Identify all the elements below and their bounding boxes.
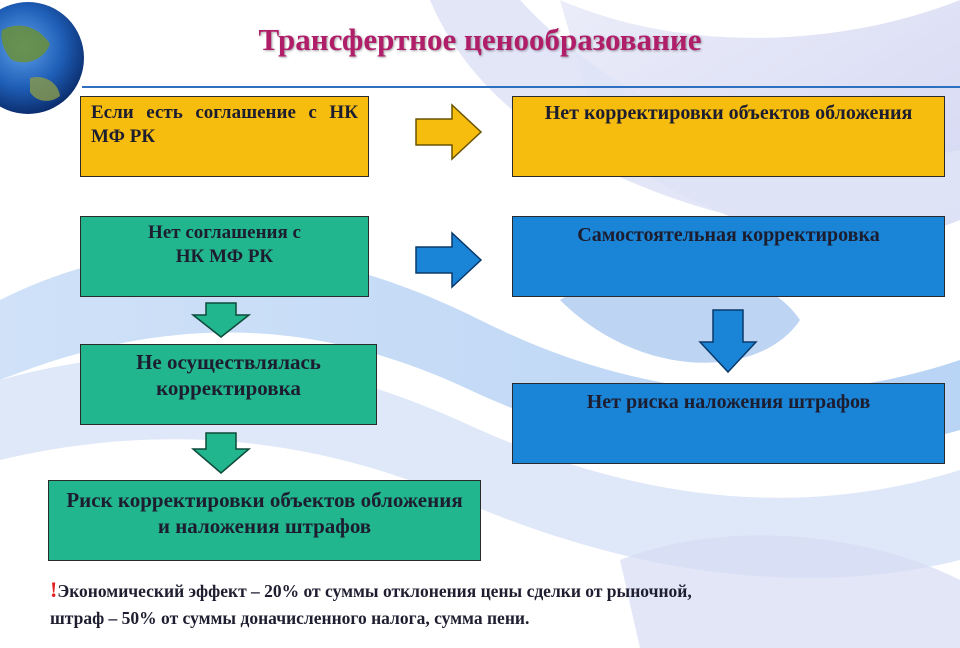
arrow-down-blue: [698, 309, 758, 374]
title-divider: [82, 86, 960, 88]
box-no-adjustment-objects-text: Нет корректировки объектов обложения: [544, 102, 913, 124]
box-no-agreement: Нет соглашения с НК МФ РК: [80, 216, 369, 297]
box-risk-text: Риск корректировки объектов обложения и …: [66, 488, 463, 539]
box-not-adjusted-text: Не осуществлялась корректировка: [136, 350, 321, 401]
box-risk: Риск корректировки объектов обложения и …: [48, 480, 481, 561]
box-no-adjustment-objects: Нет корректировки объектов обложения: [512, 96, 945, 177]
arrow-down-teal-2: [190, 432, 252, 474]
box-agreement-text: Если есть соглашение с НК МФ РК: [91, 102, 358, 147]
footnote: !Экономический эффект – 20% от суммы отк…: [50, 574, 850, 631]
page-title: Трансфертное ценообразование: [258, 22, 702, 57]
box-no-penalty-risk-text: Нет риска наложения штрафов: [586, 391, 871, 413]
arrow-right-blue: [415, 231, 483, 289]
box-agreement: Если есть соглашение с НК МФ РК: [80, 96, 369, 177]
exclamation-mark: !: [50, 577, 58, 602]
box-self-adjustment: Самостоятельная корректировка: [512, 216, 945, 297]
box-self-adjustment-text: Самостоятельная корректировка: [577, 224, 880, 246]
arrow-right-yellow: [415, 103, 483, 161]
footnote-line-1: Экономический эффект – 20% от суммы откл…: [57, 581, 692, 601]
arrow-down-teal-1: [190, 302, 252, 338]
box-not-adjusted: Не осуществлялась корректировка: [80, 344, 377, 425]
box-no-agreement-text: Нет соглашения с НК МФ РК: [148, 222, 301, 267]
footnote-line-2: штраф – 50% от суммы доначисленного нало…: [50, 607, 530, 628]
box-no-penalty-risk: Нет риска наложения штрафов: [512, 383, 945, 464]
